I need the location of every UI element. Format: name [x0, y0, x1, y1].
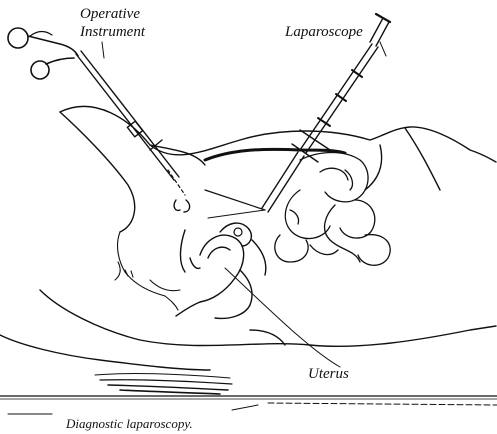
peritoneal-wall — [205, 149, 345, 160]
table-shadow — [95, 374, 232, 394]
bowel-loops — [275, 153, 390, 266]
uterus-label: Uterus — [308, 366, 349, 382]
patient-body-outline — [0, 106, 496, 370]
operative-instrument-label-line1: Operative — [80, 6, 140, 22]
caption-rule — [8, 403, 497, 414]
table-surface — [0, 396, 497, 399]
operative-instrument-label-line2: Instrument — [79, 24, 146, 40]
pubic-region-detail — [115, 232, 180, 310]
figure-caption: Diagnostic laparoscopy. — [65, 416, 193, 431]
laparoscope-label: Laparoscope — [284, 24, 363, 40]
laparoscope-instrument — [205, 14, 390, 218]
operative-instrument — [8, 28, 190, 212]
label-leader-lines — [102, 42, 386, 367]
uterus-organ — [176, 223, 266, 318]
